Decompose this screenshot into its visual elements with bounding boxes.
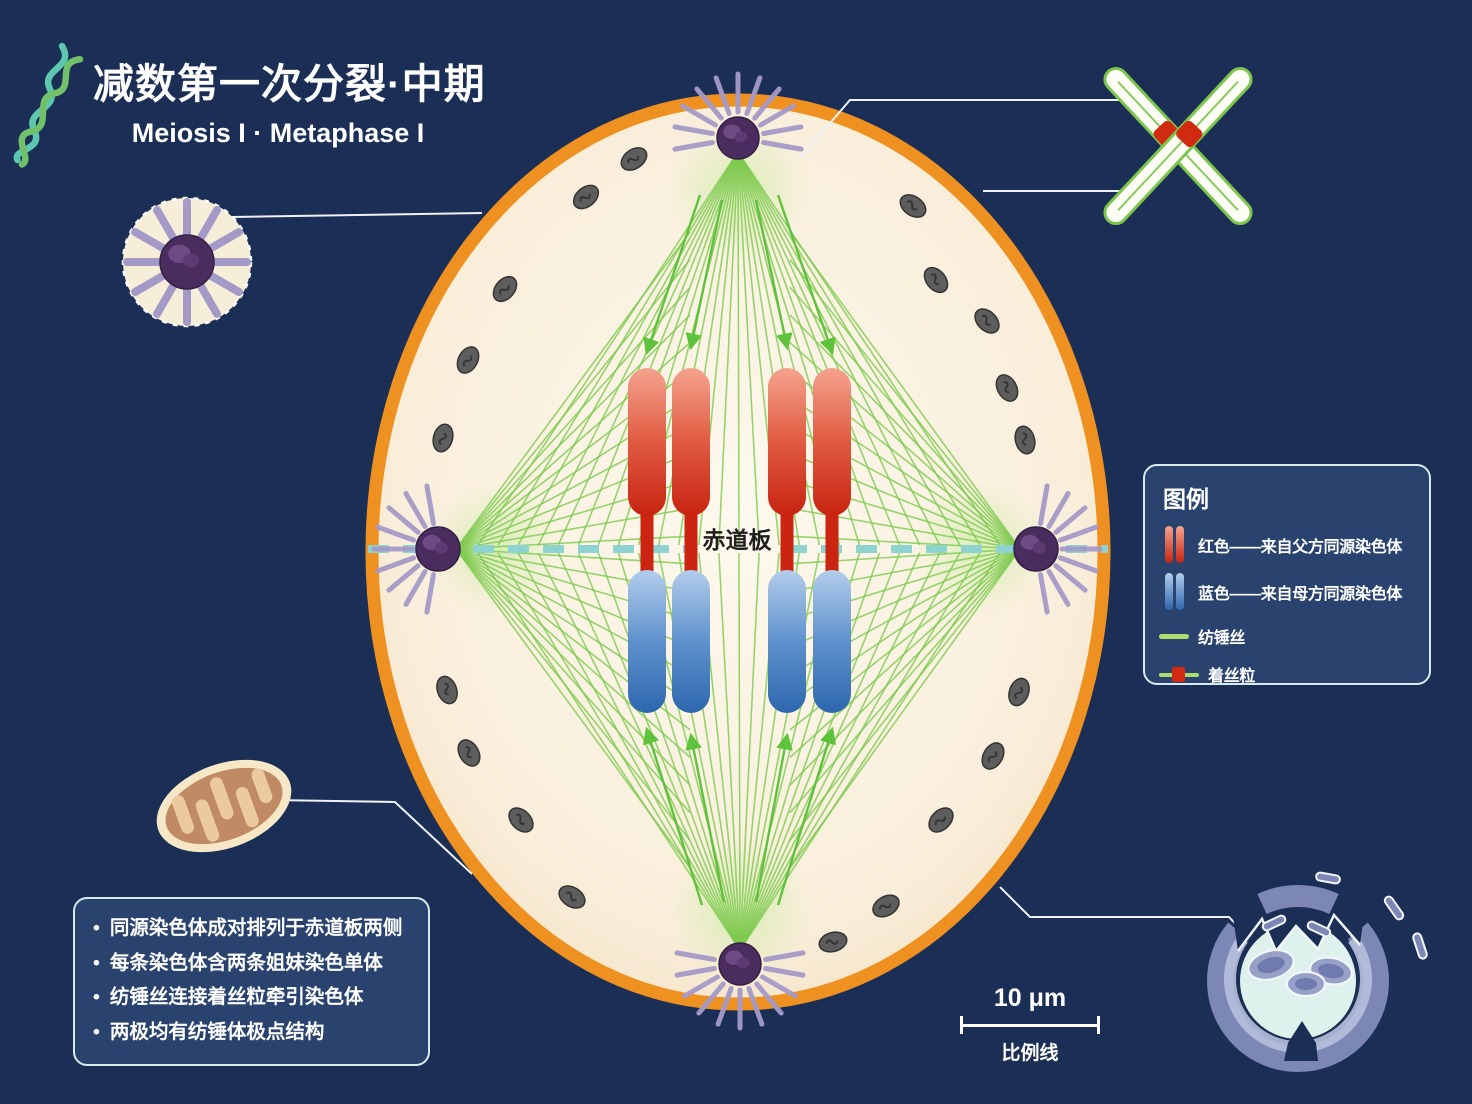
- scale-bar-line: [960, 1016, 1100, 1034]
- note-item: 每条染色体含两条姐妹染色单体: [93, 946, 410, 981]
- legend-item-centromere: 着丝粒: [1159, 662, 1415, 686]
- legend-panel: 图例 红色——来自父方同源染色体 蓝色——来自母方同源染色体 纺锤丝 着丝粒: [1143, 464, 1431, 685]
- dna-icon: [13, 42, 84, 168]
- legend-title: 图例: [1163, 486, 1209, 512]
- page-subtitle: Meiosis I · Metaphase I: [131, 118, 425, 148]
- title-block: 减数第一次分裂·中期 Meiosis I · Metaphase I: [93, 50, 486, 149]
- note-item: 两极均有纺锤体极点结构: [93, 1015, 410, 1050]
- spindle-pole-centrosomes: [415, 116, 1059, 986]
- maternal-chromosome-swatch: [1159, 573, 1189, 610]
- equatorial-plate-label: 赤道板: [703, 527, 773, 553]
- nuclear-envelope-inset-icon: [1207, 869, 1428, 1072]
- kinetochore-fibers: [643, 194, 837, 906]
- scale-value: 10 μm: [993, 984, 1067, 1012]
- legend-item-spindle-fiber: 纺锤丝: [1159, 624, 1415, 648]
- legend-item-paternal: 红色——来自父方同源染色体: [1159, 526, 1415, 563]
- centromere-swatch: [1159, 666, 1199, 682]
- note-item: 纺锤丝连接着丝粒牵引染色体: [93, 980, 410, 1015]
- legend-item-maternal: 蓝色——来自母方同源染色体: [1159, 573, 1415, 610]
- paternal-chromosome-swatch: [1159, 526, 1189, 563]
- note-item: 同源染色体成对排列于赤道板两侧: [93, 911, 410, 946]
- cytoplasm-organelles: [432, 147, 1036, 953]
- homologous-chromosome-pairs: [628, 368, 851, 713]
- centrosome-inset-icon: [121, 196, 253, 328]
- scale-caption: 比例线: [1001, 1043, 1059, 1064]
- mitochondrion-inset-icon: [156, 759, 292, 853]
- notes-panel: 同源染色体成对排列于赤道板两侧 每条染色体含两条姐妹染色单体 纺锤丝连接着丝粒牵…: [73, 897, 430, 1066]
- astral-rays: [371, 71, 1103, 1031]
- page-title: 减数第一次分裂·中期: [93, 61, 486, 107]
- scale-bar: 10 μm 比例线: [955, 984, 1105, 1065]
- crossed-chromosome-inset-icon: [1103, 66, 1253, 226]
- spindle-fiber-swatch: [1159, 633, 1189, 639]
